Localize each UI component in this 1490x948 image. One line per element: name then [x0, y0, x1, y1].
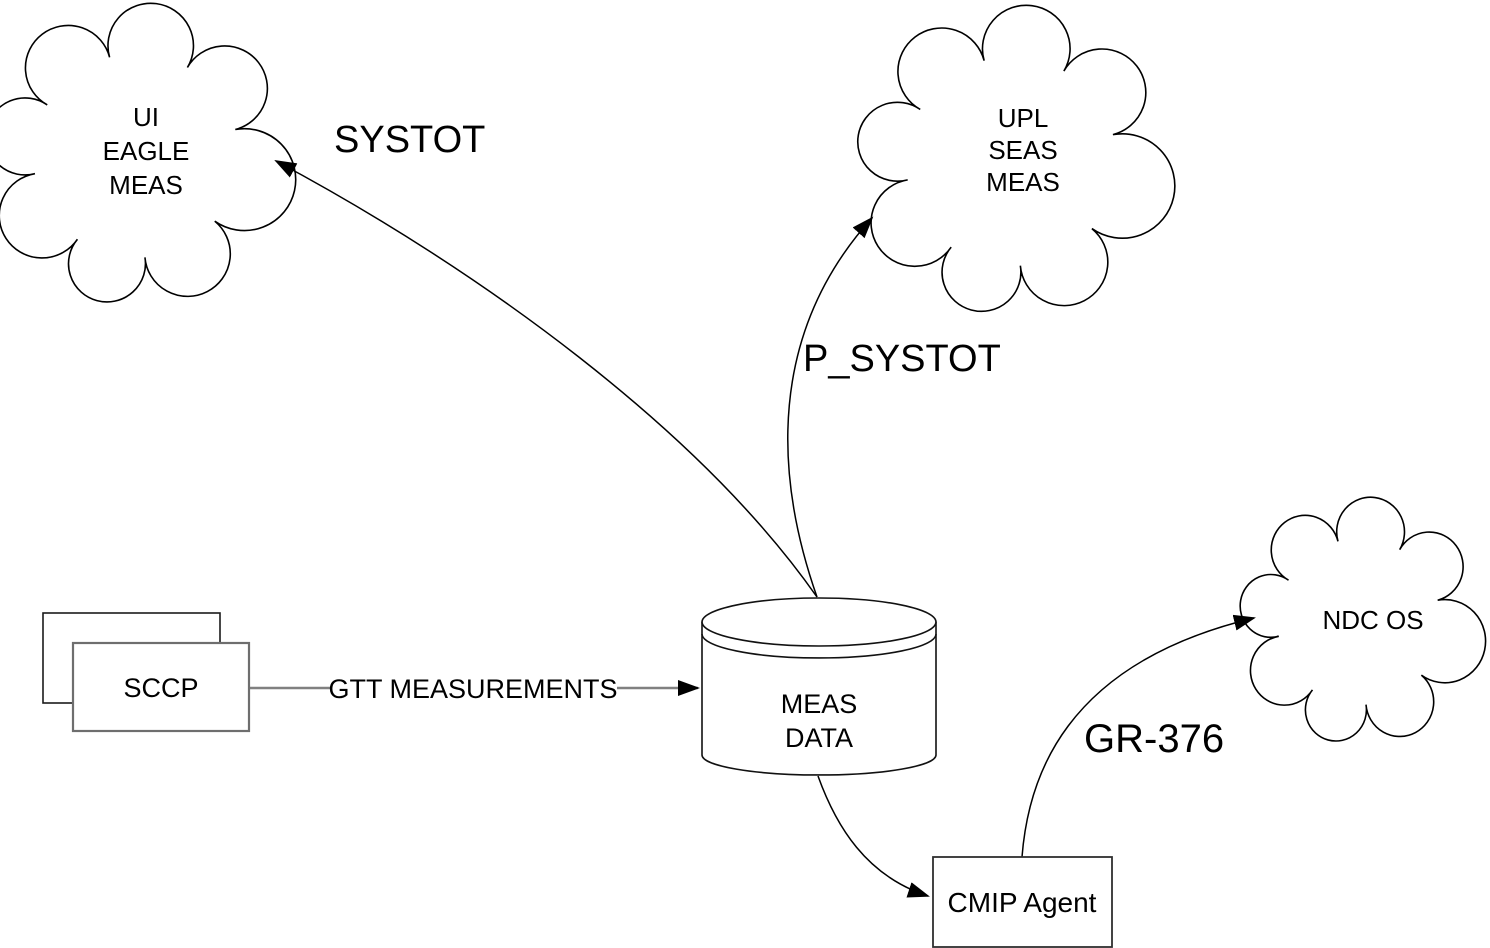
cloud-label-line: EAGLE — [103, 136, 190, 166]
node-cylinder-meas-data: MEAS DATA — [701, 597, 937, 776]
cmip-agent-box — [932, 856, 1113, 948]
edge-systot-arrow — [274, 160, 818, 598]
cloud-label-line: MEAS — [986, 167, 1060, 197]
cylinder-label-line: MEAS — [781, 689, 858, 719]
node-cloud-upl-seas-meas: UPL SEAS MEAS — [858, 5, 1175, 311]
cylinder-rim — [701, 633, 937, 659]
edge-gtt-measurements-label: GTT MEASUREMENTS — [328, 674, 617, 704]
cloud-label-line: SEAS — [988, 135, 1057, 165]
cylinder-top — [701, 597, 937, 647]
cloud-label-line: NDC OS — [1322, 605, 1423, 635]
edge-meas-to-cmip-arrow — [817, 775, 930, 898]
edge-gr-376-arrow — [1021, 614, 1256, 858]
cloud-label-line: UPL — [998, 103, 1049, 133]
edge-gr-376-label: GR-376 — [1084, 717, 1224, 761]
edge-p-systot: P_SYSTOT — [787, 216, 1001, 598]
cloud-label-line: MEAS — [109, 170, 183, 200]
node-cloud-ui-eagle-meas: UI EAGLE MEAS — [0, 3, 296, 302]
edge-systot-label: SYSTOT — [334, 119, 485, 161]
sccp-front-box — [71, 641, 251, 733]
edge-meas-data-to-cmip-agent — [817, 775, 930, 898]
cylinder-label-line: DATA — [785, 723, 853, 753]
edge-p-systot-arrow — [787, 216, 874, 598]
node-cloud-ndc-os: NDC OS — [1238, 495, 1488, 743]
node-stacked-boxes-sccp: SCCP — [42, 612, 251, 733]
edge-gtt-measurements: GTT MEASUREMENTS — [249, 674, 700, 704]
sccp-label: SCCP — [123, 673, 198, 703]
cmip-agent-label: CMIP Agent — [948, 887, 1097, 918]
cloud-label-line: UI — [133, 102, 159, 132]
edge-systot: SYSTOT — [274, 119, 818, 598]
edge-p-systot-label: P_SYSTOT — [803, 338, 1001, 380]
node-box-cmip-agent: CMIP Agent — [932, 856, 1113, 948]
edge-gr-376: GR-376 — [1021, 614, 1256, 858]
cylinder-body — [701, 622, 937, 776]
